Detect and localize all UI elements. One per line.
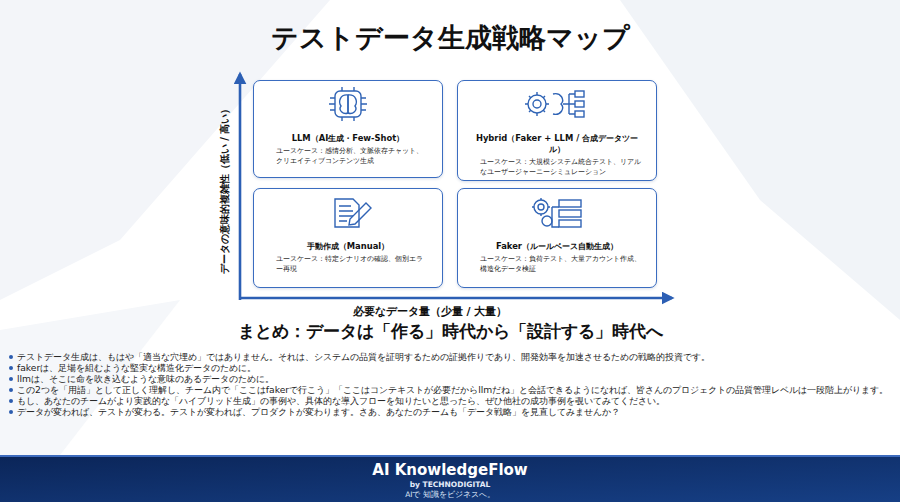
summary-bullet: llmは、そこに命を吹き込むような意味のあるデータのために。 [8,373,894,384]
quadrant-box: LLM（AI生成・Few-Shot） ユースケース：感情分析、文脈依存チャット、ク… [253,80,443,178]
footer-rule [0,455,900,457]
summary-bullet: もし、あなたのチームがより実践的な「ハイブリッド生成」の事例や、具体的な導入フロ… [8,395,894,406]
summary-bullet: データが変われば、テストが変わる。テストが変われば、プロダクトが変わります。さあ… [8,406,894,417]
summary-heading: まとめ：データは「作る」時代から「設計する」時代へ [200,320,700,343]
quadrant-box: Hybrid（Faker + LLM / 合成データツール） ユースケース：大規模… [457,80,657,181]
quadrant-heading: LLM（AI生成・Few-Shot） [268,133,428,144]
x-axis-label: 必要なデータ量（少量 / 大量） [330,304,530,319]
quadrant-heading: Faker（ルールベース自動生成） [472,241,642,252]
use-case-text: ユースケース：負荷テスト、大量アカウント作成、構造化データ検証 [472,254,642,273]
summary-bullet: この2つを「用語」として正しく理解し、チーム内で「ここはfakerで行こう」「こ… [8,384,894,395]
summary-bullet: fakerは、足場を組むような堅実な構造化データのために。 [8,362,894,373]
y-axis-label: データの意味的複雑性（低い / 高い） [218,89,232,289]
hybrid-icon [525,91,584,117]
use-case-text: ユースケース：特定シナリオの確認、個別エラー再現 [268,254,428,273]
manual-icon [335,199,371,227]
brand-name: AI KnowledgeFlow [0,461,900,479]
quadrant-heading: Hybrid（Faker + LLM / 合成データツール） [472,133,642,155]
x-axis [239,297,672,300]
brand-byline: by TECHNODIGITAL [0,480,900,489]
quadrant-box: Faker（ルールベース自動生成） ユースケース：負荷テスト、大量アカウント作成、… [457,188,657,288]
use-case-text: ユースケース：大規模システム統合テスト、リアルなユーザージャーニーシミュレーショ… [472,157,642,176]
footer-band [0,455,900,502]
faker-icon [532,198,581,227]
bg-shape [620,0,900,320]
use-case-text: ユースケース：感情分析、文脈依存チャット、クリエイティブコンテンツ生成 [268,146,428,165]
summary-bullet: テストデータ生成は、もはや「適当な穴埋め」ではありません。それは、システムの品質… [8,351,894,362]
brand-tagline: AIで 知識をビジネスへ。 [0,490,900,500]
y-axis [239,74,242,300]
map-title: テストデータ生成戦略マップ [0,20,900,56]
summary-list: テストデータ生成は、もはや「適当な穴埋め」ではありません。それは、システムの品質… [8,351,894,417]
quadrant-heading: 手動作成（Manual） [268,241,428,252]
brain-icon [329,87,367,121]
quadrant-box: 手動作成（Manual） ユースケース：特定シナリオの確認、個別エラー再現 [253,188,443,288]
